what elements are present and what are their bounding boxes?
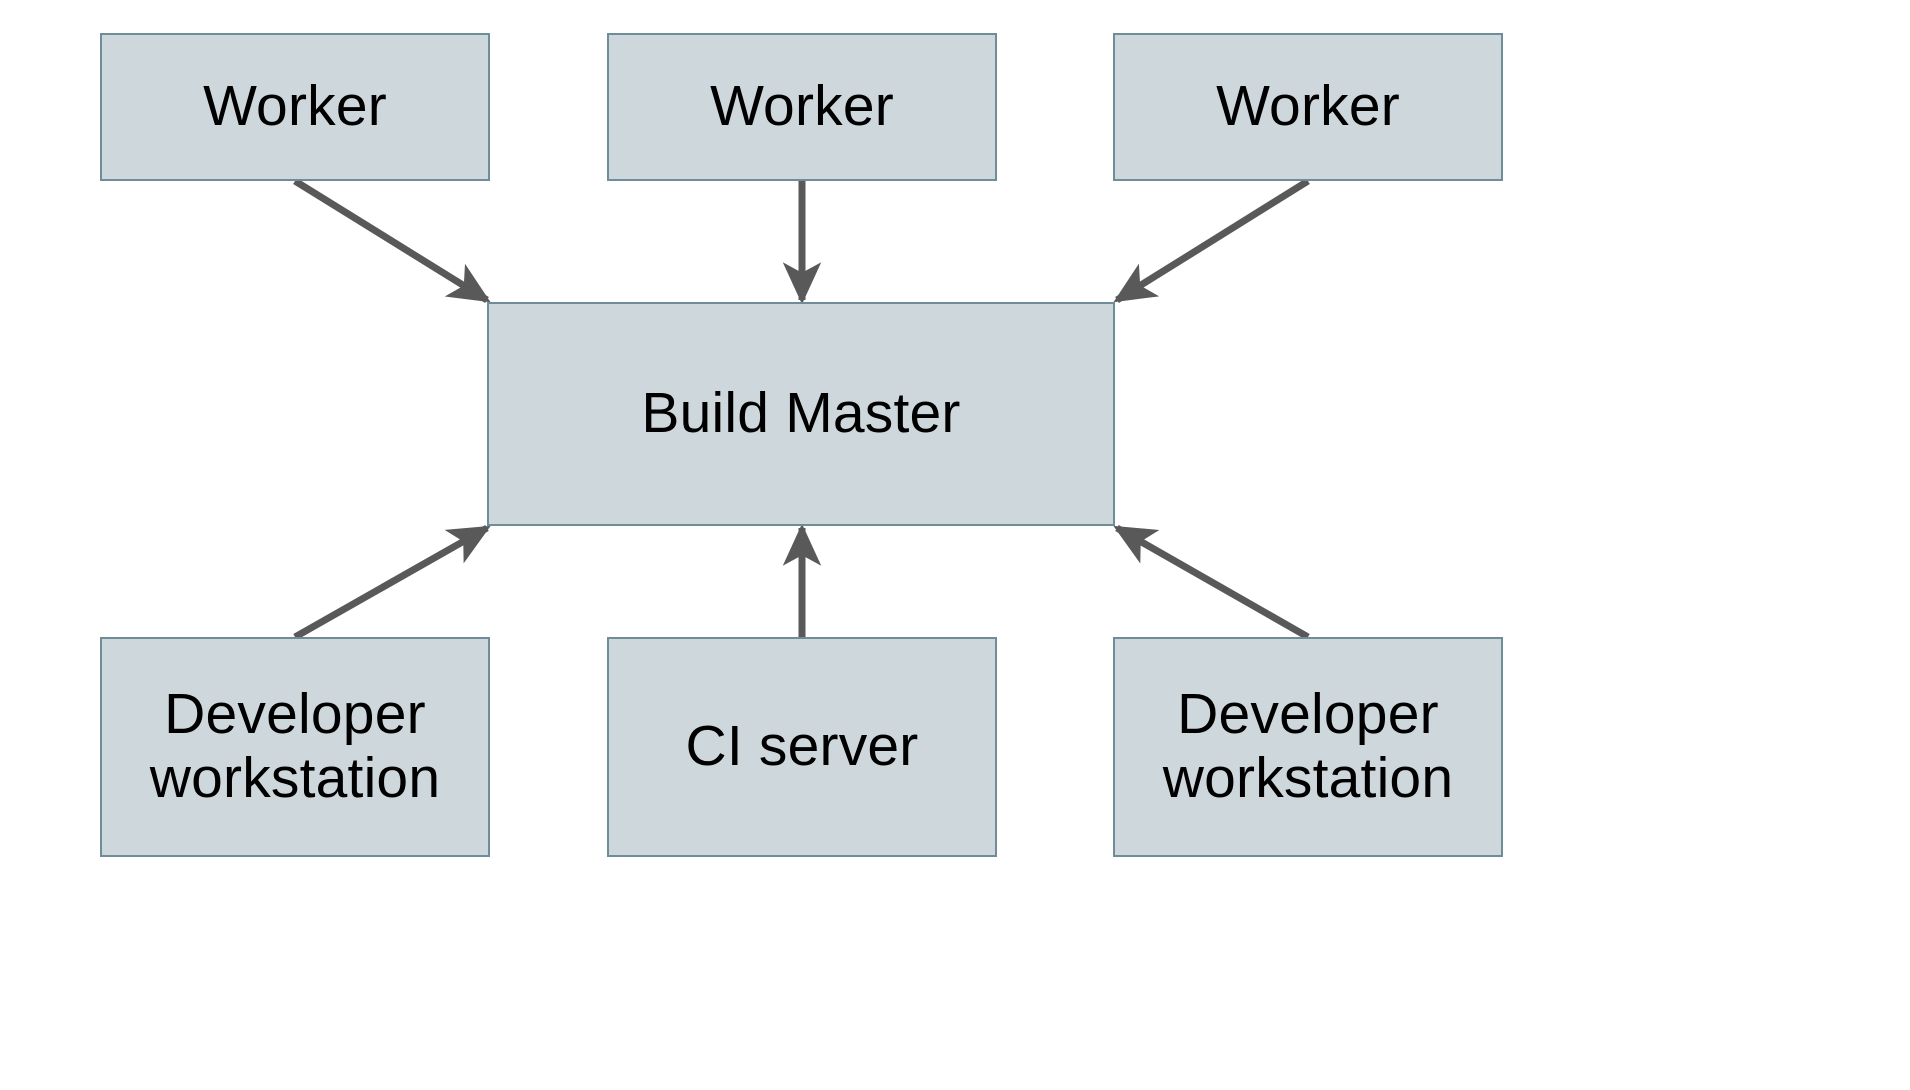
node-label: Worker <box>710 74 894 139</box>
node-label: Developer workstation <box>149 682 441 810</box>
node-build-master[interactable]: Build Master <box>487 302 1115 526</box>
node-label: CI server <box>685 714 919 779</box>
node-worker-3[interactable]: Worker <box>1113 33 1503 181</box>
node-developer-workstation-right[interactable]: Developer workstation <box>1113 637 1503 857</box>
edge-worker3-to-master <box>1113 178 1310 303</box>
node-worker-2[interactable]: Worker <box>607 33 997 181</box>
node-developer-workstation-left[interactable]: Developer workstation <box>100 637 490 857</box>
edge-devleft-to-master <box>293 524 491 641</box>
node-label: Developer workstation <box>1162 682 1454 810</box>
node-label: Build Master <box>641 381 961 446</box>
node-worker-1[interactable]: Worker <box>100 33 490 181</box>
node-label: Worker <box>203 74 387 139</box>
edge-devright-to-master <box>1113 524 1310 641</box>
edge-worker1-to-master <box>293 178 491 303</box>
node-label: Worker <box>1216 74 1400 139</box>
node-ci-server[interactable]: CI server <box>607 637 997 857</box>
